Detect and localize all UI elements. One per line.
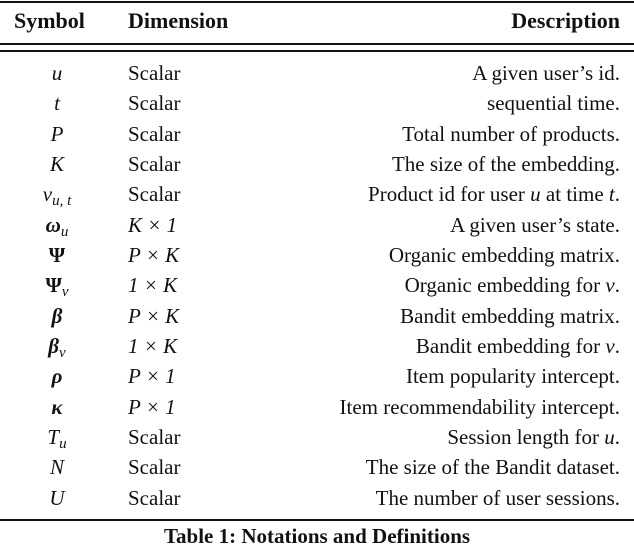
table-row: κ P × 1 Item recommendability intercept. (0, 392, 634, 422)
dimension-cell: 1 × K (128, 273, 178, 298)
dimension-cell: 1 × K (128, 334, 178, 359)
description-cell: Item popularity intercept. (405, 364, 620, 389)
bottom-rule (0, 519, 634, 521)
table-row: ωu K × 1 A given user’s state. (0, 210, 634, 240)
table-row: K Scalar The size of the embedding. (0, 149, 634, 179)
table-row: βv 1 × K Bandit embedding for v. (0, 331, 634, 361)
dimension-cell: P × 1 (128, 364, 176, 389)
symbol-cell: Ψ (48, 243, 66, 268)
header-description: Description (511, 8, 620, 33)
symbol-cell: ωu (45, 212, 69, 240)
description-cell: sequential time. (487, 91, 620, 116)
description-cell: Item recommendability intercept. (339, 394, 620, 419)
table-row: β P × K Bandit embedding matrix. (0, 301, 634, 331)
table-row: U Scalar The number of user sessions. (0, 483, 634, 513)
dimension-cell: Scalar (128, 61, 181, 85)
dimension-cell: K × 1 (128, 212, 178, 237)
header-symbol: Symbol (14, 8, 85, 33)
symbol-cell: βv (48, 334, 66, 362)
table-body: u Scalar A given user’s id. t Scalar seq… (0, 58, 634, 513)
description-cell: Organic embedding for v. (404, 273, 620, 298)
dimension-cell: Scalar (128, 152, 181, 177)
symbol-cell: t (54, 91, 60, 116)
header-rule-upper (0, 43, 634, 45)
description-cell: Bandit embedding matrix. (400, 303, 620, 328)
description-cell: Product id for user u at time t. (368, 182, 620, 207)
description-cell: A given user’s state. (450, 212, 620, 237)
dimension-cell: Scalar (128, 455, 181, 480)
table-row: Ψv 1 × K Organic embedding for v. (0, 270, 634, 300)
dimension-cell: P × 1 (128, 394, 176, 419)
table-row: Tu Scalar Session length for u. (0, 422, 634, 452)
table-row: t Scalar sequential time. (0, 88, 634, 118)
symbol-cell: u (51, 61, 63, 85)
description-cell: Total number of products. (402, 121, 620, 146)
symbol-cell: κ (51, 394, 63, 419)
table-row: ρ P × 1 Item popularity intercept. (0, 361, 634, 391)
description-cell: Session length for u. (447, 425, 620, 450)
table-header: Symbol Dimension Description (0, 8, 634, 38)
dimension-cell: P × K (128, 303, 180, 328)
dimension-cell: Scalar (128, 121, 181, 146)
symbol-cell: Tu (47, 425, 67, 453)
dimension-cell: Scalar (128, 91, 181, 116)
top-rule (0, 1, 634, 3)
dimension-cell: Scalar (128, 425, 181, 450)
symbol-cell: P (50, 121, 64, 146)
dimension-cell: Scalar (128, 182, 181, 207)
symbol-cell: Ψv (45, 273, 69, 301)
dimension-cell: P × K (128, 243, 180, 268)
description-cell: The number of user sessions. (375, 485, 620, 510)
table-row: u Scalar A given user’s id. (0, 58, 634, 88)
symbol-cell: U (49, 485, 65, 510)
dimension-cell: Scalar (128, 485, 181, 510)
description-cell: A given user’s id. (472, 61, 620, 85)
description-cell: The size of the Bandit dataset. (365, 455, 620, 480)
table-row: N Scalar The size of the Bandit dataset. (0, 452, 634, 482)
symbol-cell: vu, t (42, 182, 72, 210)
description-cell: The size of the embedding. (391, 152, 620, 177)
table-row: vu, t Scalar Product id for user u at ti… (0, 179, 634, 209)
description-cell: Organic embedding matrix. (388, 243, 620, 268)
header-dimension: Dimension (128, 8, 229, 33)
symbol-cell: ρ (51, 364, 63, 389)
header-rule-lower (0, 50, 634, 52)
description-cell: Bandit embedding for v. (415, 334, 620, 359)
symbol-cell: K (49, 152, 64, 177)
table-row: Ψ P × K Organic embedding matrix. (0, 240, 634, 270)
symbol-cell: β (51, 303, 63, 328)
symbol-cell: N (49, 455, 64, 480)
table-caption: Table 1: Notations and Definitions (163, 524, 471, 548)
table-row: P Scalar Total number of products. (0, 119, 634, 149)
